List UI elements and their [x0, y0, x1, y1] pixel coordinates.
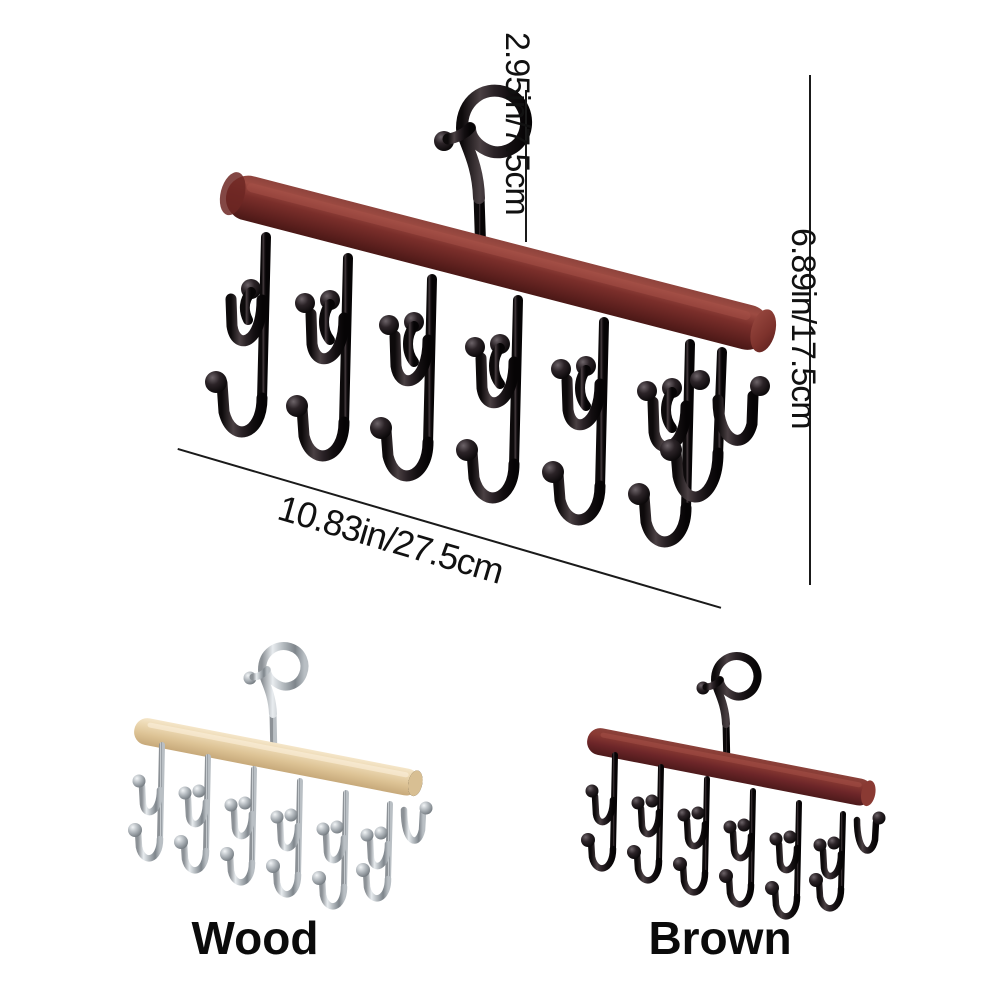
- hook-assembly: [628, 339, 695, 548]
- hook-assembly: [370, 274, 437, 482]
- hanger-wooden-bar: [219, 172, 777, 353]
- variant-label-brown: Brown: [648, 912, 792, 964]
- variant-label-wood: Wood: [191, 912, 319, 964]
- hook-assembly: [542, 317, 609, 526]
- dimension-label-total-height: 6.89in/17.5cm: [784, 228, 822, 429]
- dimension-line-total-height: [809, 75, 811, 585]
- dimension-label-hook-height: 2.95in/7.5cm: [498, 32, 536, 215]
- hanger-top-hook: [434, 84, 533, 264]
- hook-assembly: [205, 232, 271, 438]
- hook-assembly: [286, 253, 353, 462]
- dimension-line-hook-height: [525, 90, 527, 242]
- hook-assembly: [456, 295, 523, 504]
- hook-assembly-group: [205, 232, 770, 548]
- hook-assembly: [660, 347, 770, 503]
